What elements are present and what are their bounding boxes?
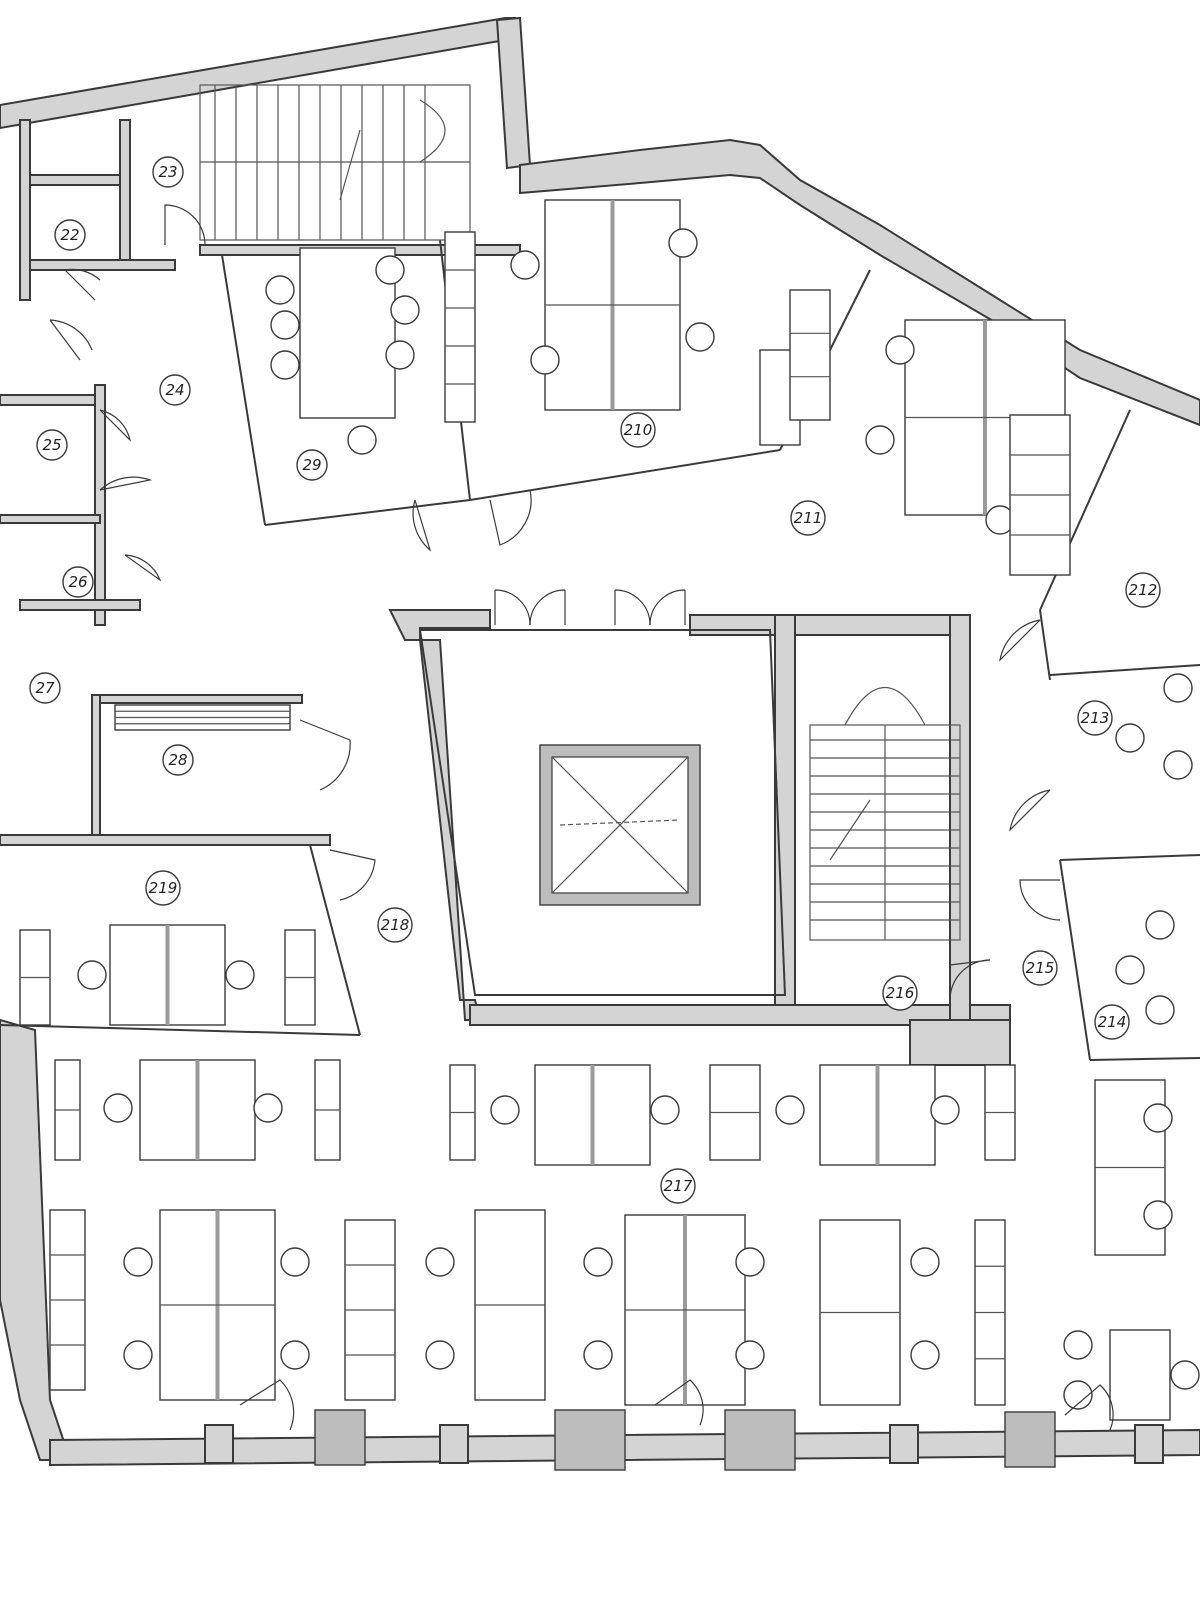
chair bbox=[583, 1247, 613, 1277]
storage-cabinets bbox=[19, 231, 1071, 1406]
chair bbox=[280, 1340, 310, 1370]
svg-text:215: 215 bbox=[1026, 959, 1055, 977]
room-label-216: 216 bbox=[882, 975, 918, 1011]
chair bbox=[1163, 673, 1193, 703]
room-label-214: 214 bbox=[1094, 1004, 1130, 1040]
room-label-212: 212 bbox=[1125, 572, 1161, 608]
svg-text:218: 218 bbox=[381, 916, 410, 934]
chair bbox=[650, 1095, 680, 1125]
svg-text:210: 210 bbox=[624, 421, 653, 439]
chair bbox=[425, 1340, 455, 1370]
chair bbox=[735, 1340, 765, 1370]
room-label-24: 24 bbox=[159, 374, 191, 406]
chair bbox=[865, 425, 895, 455]
chair bbox=[123, 1247, 153, 1277]
svg-text:28: 28 bbox=[168, 751, 187, 769]
chair bbox=[1143, 1200, 1173, 1230]
room-label-210: 210 bbox=[620, 412, 656, 448]
storage-cabinet bbox=[444, 231, 476, 423]
room-label-219: 219 bbox=[145, 870, 181, 906]
chair bbox=[583, 1340, 613, 1370]
room-label-215: 215 bbox=[1022, 950, 1058, 986]
room-label-218: 218 bbox=[377, 907, 413, 943]
svg-text:23: 23 bbox=[158, 163, 177, 181]
chair bbox=[735, 1247, 765, 1277]
room-label-25: 25 bbox=[36, 429, 68, 461]
chair bbox=[668, 228, 698, 258]
storage-cabinet bbox=[789, 289, 831, 421]
chair bbox=[1145, 910, 1175, 940]
chair bbox=[253, 1093, 283, 1123]
interior-walls bbox=[0, 119, 1200, 1066]
chair bbox=[1115, 955, 1145, 985]
chair bbox=[77, 960, 107, 990]
doors bbox=[49, 204, 1114, 1431]
chair bbox=[1163, 750, 1193, 780]
chairs bbox=[77, 228, 1200, 1410]
chair bbox=[385, 340, 415, 370]
chair bbox=[490, 1095, 520, 1125]
room-label-27: 27 bbox=[29, 672, 61, 704]
chair bbox=[270, 350, 300, 380]
svg-text:214: 214 bbox=[1098, 1013, 1127, 1031]
svg-text:22: 22 bbox=[60, 226, 79, 244]
chair bbox=[685, 322, 715, 352]
svg-text:27: 27 bbox=[35, 679, 55, 697]
chair bbox=[885, 335, 915, 365]
stair-216 bbox=[809, 686, 961, 941]
chair bbox=[390, 295, 420, 325]
atrium-void bbox=[418, 629, 787, 996]
chair bbox=[270, 310, 300, 340]
svg-text:25: 25 bbox=[42, 436, 61, 454]
chair bbox=[1063, 1330, 1093, 1360]
room-label-23: 23 bbox=[152, 156, 184, 188]
svg-text:213: 213 bbox=[1081, 709, 1110, 727]
room-label-213: 213 bbox=[1077, 700, 1113, 736]
stair-23 bbox=[199, 84, 471, 241]
chair bbox=[103, 1093, 133, 1123]
chair bbox=[375, 255, 405, 285]
desk bbox=[1109, 1329, 1171, 1421]
room-label-22: 22 bbox=[54, 219, 86, 251]
chair bbox=[1115, 723, 1145, 753]
chair bbox=[530, 345, 560, 375]
svg-text:219: 219 bbox=[149, 879, 178, 897]
chair bbox=[510, 250, 540, 280]
chair bbox=[225, 960, 255, 990]
chair bbox=[265, 275, 295, 305]
svg-text:24: 24 bbox=[165, 381, 184, 399]
chair bbox=[775, 1095, 805, 1125]
facade-piers bbox=[204, 1409, 1164, 1471]
room-label-29: 29 bbox=[296, 449, 328, 481]
chair bbox=[280, 1247, 310, 1277]
chair bbox=[1170, 1360, 1200, 1390]
chair bbox=[930, 1095, 960, 1125]
chair bbox=[910, 1340, 940, 1370]
svg-text:211: 211 bbox=[794, 509, 823, 527]
room-label-217: 217 bbox=[660, 1168, 696, 1204]
chair bbox=[347, 425, 377, 455]
svg-text:212: 212 bbox=[1129, 581, 1158, 599]
chair bbox=[425, 1247, 455, 1277]
svg-text:216: 216 bbox=[886, 984, 915, 1002]
svg-text:29: 29 bbox=[302, 456, 321, 474]
chair bbox=[123, 1340, 153, 1370]
chair bbox=[1145, 995, 1175, 1025]
chair bbox=[910, 1247, 940, 1277]
room-labels: 22 23 24 25 26 27 28 29 210 211 212 213 … bbox=[29, 156, 1161, 1204]
room-label-26: 26 bbox=[62, 566, 94, 598]
room-label-211: 211 bbox=[790, 500, 826, 536]
svg-text:217: 217 bbox=[664, 1177, 693, 1195]
chair bbox=[1063, 1380, 1093, 1410]
room-label-28: 28 bbox=[162, 744, 194, 776]
svg-text:26: 26 bbox=[68, 573, 87, 591]
chair bbox=[1143, 1103, 1173, 1133]
